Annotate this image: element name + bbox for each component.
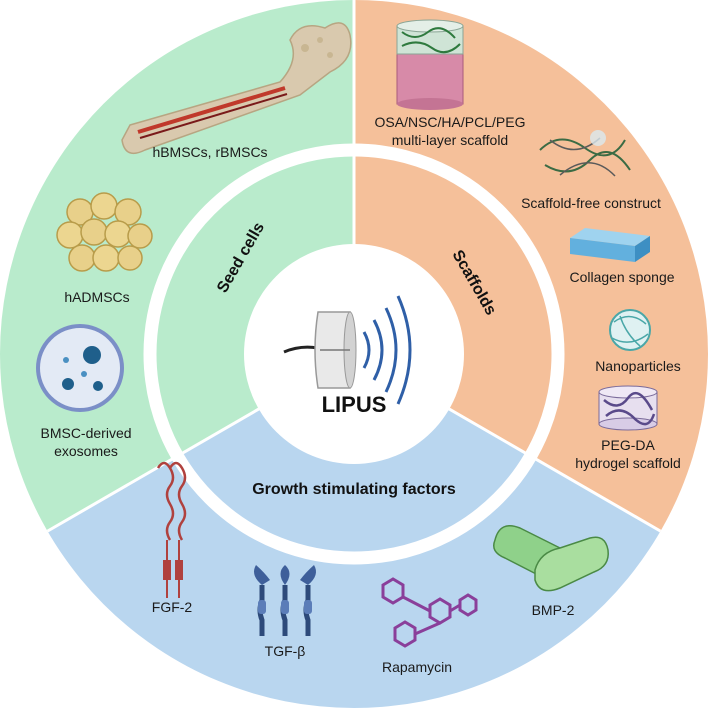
bone-icon — [121, 22, 352, 155]
seed-item-hadmscs: hADMSCs — [64, 289, 129, 305]
growth-factors-sector — [0, 354, 708, 708]
inner-ring — [143, 143, 565, 565]
tgf-receptor-icon — [254, 565, 316, 636]
growth-factors-title: Growth stimulating factors — [252, 481, 456, 498]
scaffold-item-nanoparticles: Nanoparticles — [595, 358, 681, 374]
gf-item-fgf2: FGF-2 — [152, 599, 193, 615]
rapamycin-molecule-icon — [381, 577, 478, 648]
center-label: LIPUS — [322, 392, 387, 417]
scaffold-item-multilayer-line1: OSA/NSC/HA/PCL/PEG — [375, 114, 526, 130]
fiber-construct-icon — [539, 130, 631, 177]
hydrogel-icon — [598, 385, 658, 431]
nanoparticle-icon — [609, 309, 651, 351]
seed-cells-sector — [0, 0, 354, 560]
collagen-sponge-icon — [570, 228, 650, 262]
gf-item-bmp2: BMP-2 — [532, 602, 575, 618]
fat-cells-icon — [56, 192, 153, 272]
bmp-protein-icon — [493, 525, 609, 592]
exosome-dish-icon — [36, 324, 124, 412]
scaffold-item-free-construct: Scaffold-free construct — [521, 195, 661, 211]
seed-item-bmscs: hBMSCs, rBMSCs — [152, 144, 267, 160]
scaffold-item-collagen: Collagen sponge — [569, 269, 674, 285]
scaffold-item-pegda-line2: hydrogel scaffold — [575, 455, 681, 471]
gf-item-rapamycin: Rapamycin — [382, 659, 452, 675]
layered-scaffold-icon — [396, 19, 464, 110]
seed-item-exosomes-line1: BMSC-derived — [40, 425, 131, 441]
gf-item-tgfb: TGF-β — [265, 643, 306, 659]
scaffold-item-pegda-line1: PEG-DA — [601, 437, 655, 453]
scaffold-item-multilayer-line2: multi-layer scaffold — [392, 132, 508, 148]
seed-item-exosomes-line2: exosomes — [54, 443, 118, 459]
ultrasound-transducer-icon — [283, 295, 412, 405]
fgf-receptor-icon — [156, 461, 187, 598]
